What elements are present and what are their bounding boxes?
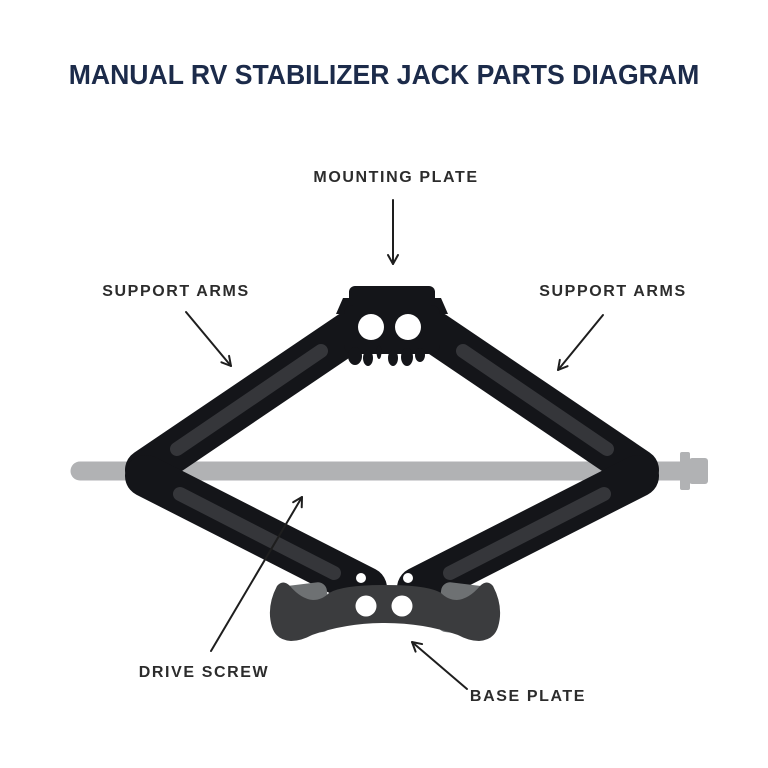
mounting-plate-hole-right	[395, 314, 421, 340]
drive-screw-end	[689, 458, 708, 484]
arrow-base-plate	[411, 641, 468, 690]
mounting-plate-hole-left	[358, 314, 384, 340]
arrow-drive-screw	[210, 496, 303, 652]
arrow-support-arms-right	[557, 314, 604, 371]
label-base-plate: BASE PLATE	[469, 688, 587, 705]
arm-slot-upper-right	[456, 344, 614, 456]
leader-arrows	[185, 199, 604, 690]
base-teeth-notches	[356, 563, 413, 588]
label-support-arms-left: SUPPORT ARMS	[102, 283, 250, 300]
base-plate-hole-right	[391, 595, 413, 617]
drive-screw-flange	[680, 452, 690, 490]
mounting-plate-shape	[336, 286, 448, 366]
base-plate-assembly	[269, 582, 501, 641]
arrow-support-arms-left	[185, 311, 232, 367]
arm-slot-upper-left	[170, 344, 328, 456]
support-arms-shape	[125, 311, 659, 609]
arm-slot-lower-left	[173, 487, 341, 580]
page-title: MANUAL RV STABILIZER JACK PARTS DIAGRAM	[68, 59, 700, 90]
label-drive-screw: DRIVE SCREW	[138, 664, 270, 681]
label-mounting-plate: MOUNTING PLATE	[313, 169, 479, 186]
arm-slot-lower-right	[443, 487, 611, 580]
gear-teeth-top	[348, 345, 425, 366]
base-plate-shape	[269, 582, 501, 641]
base-plate-hole-left	[355, 595, 377, 617]
label-support-arms-right: SUPPORT ARMS	[539, 283, 687, 300]
